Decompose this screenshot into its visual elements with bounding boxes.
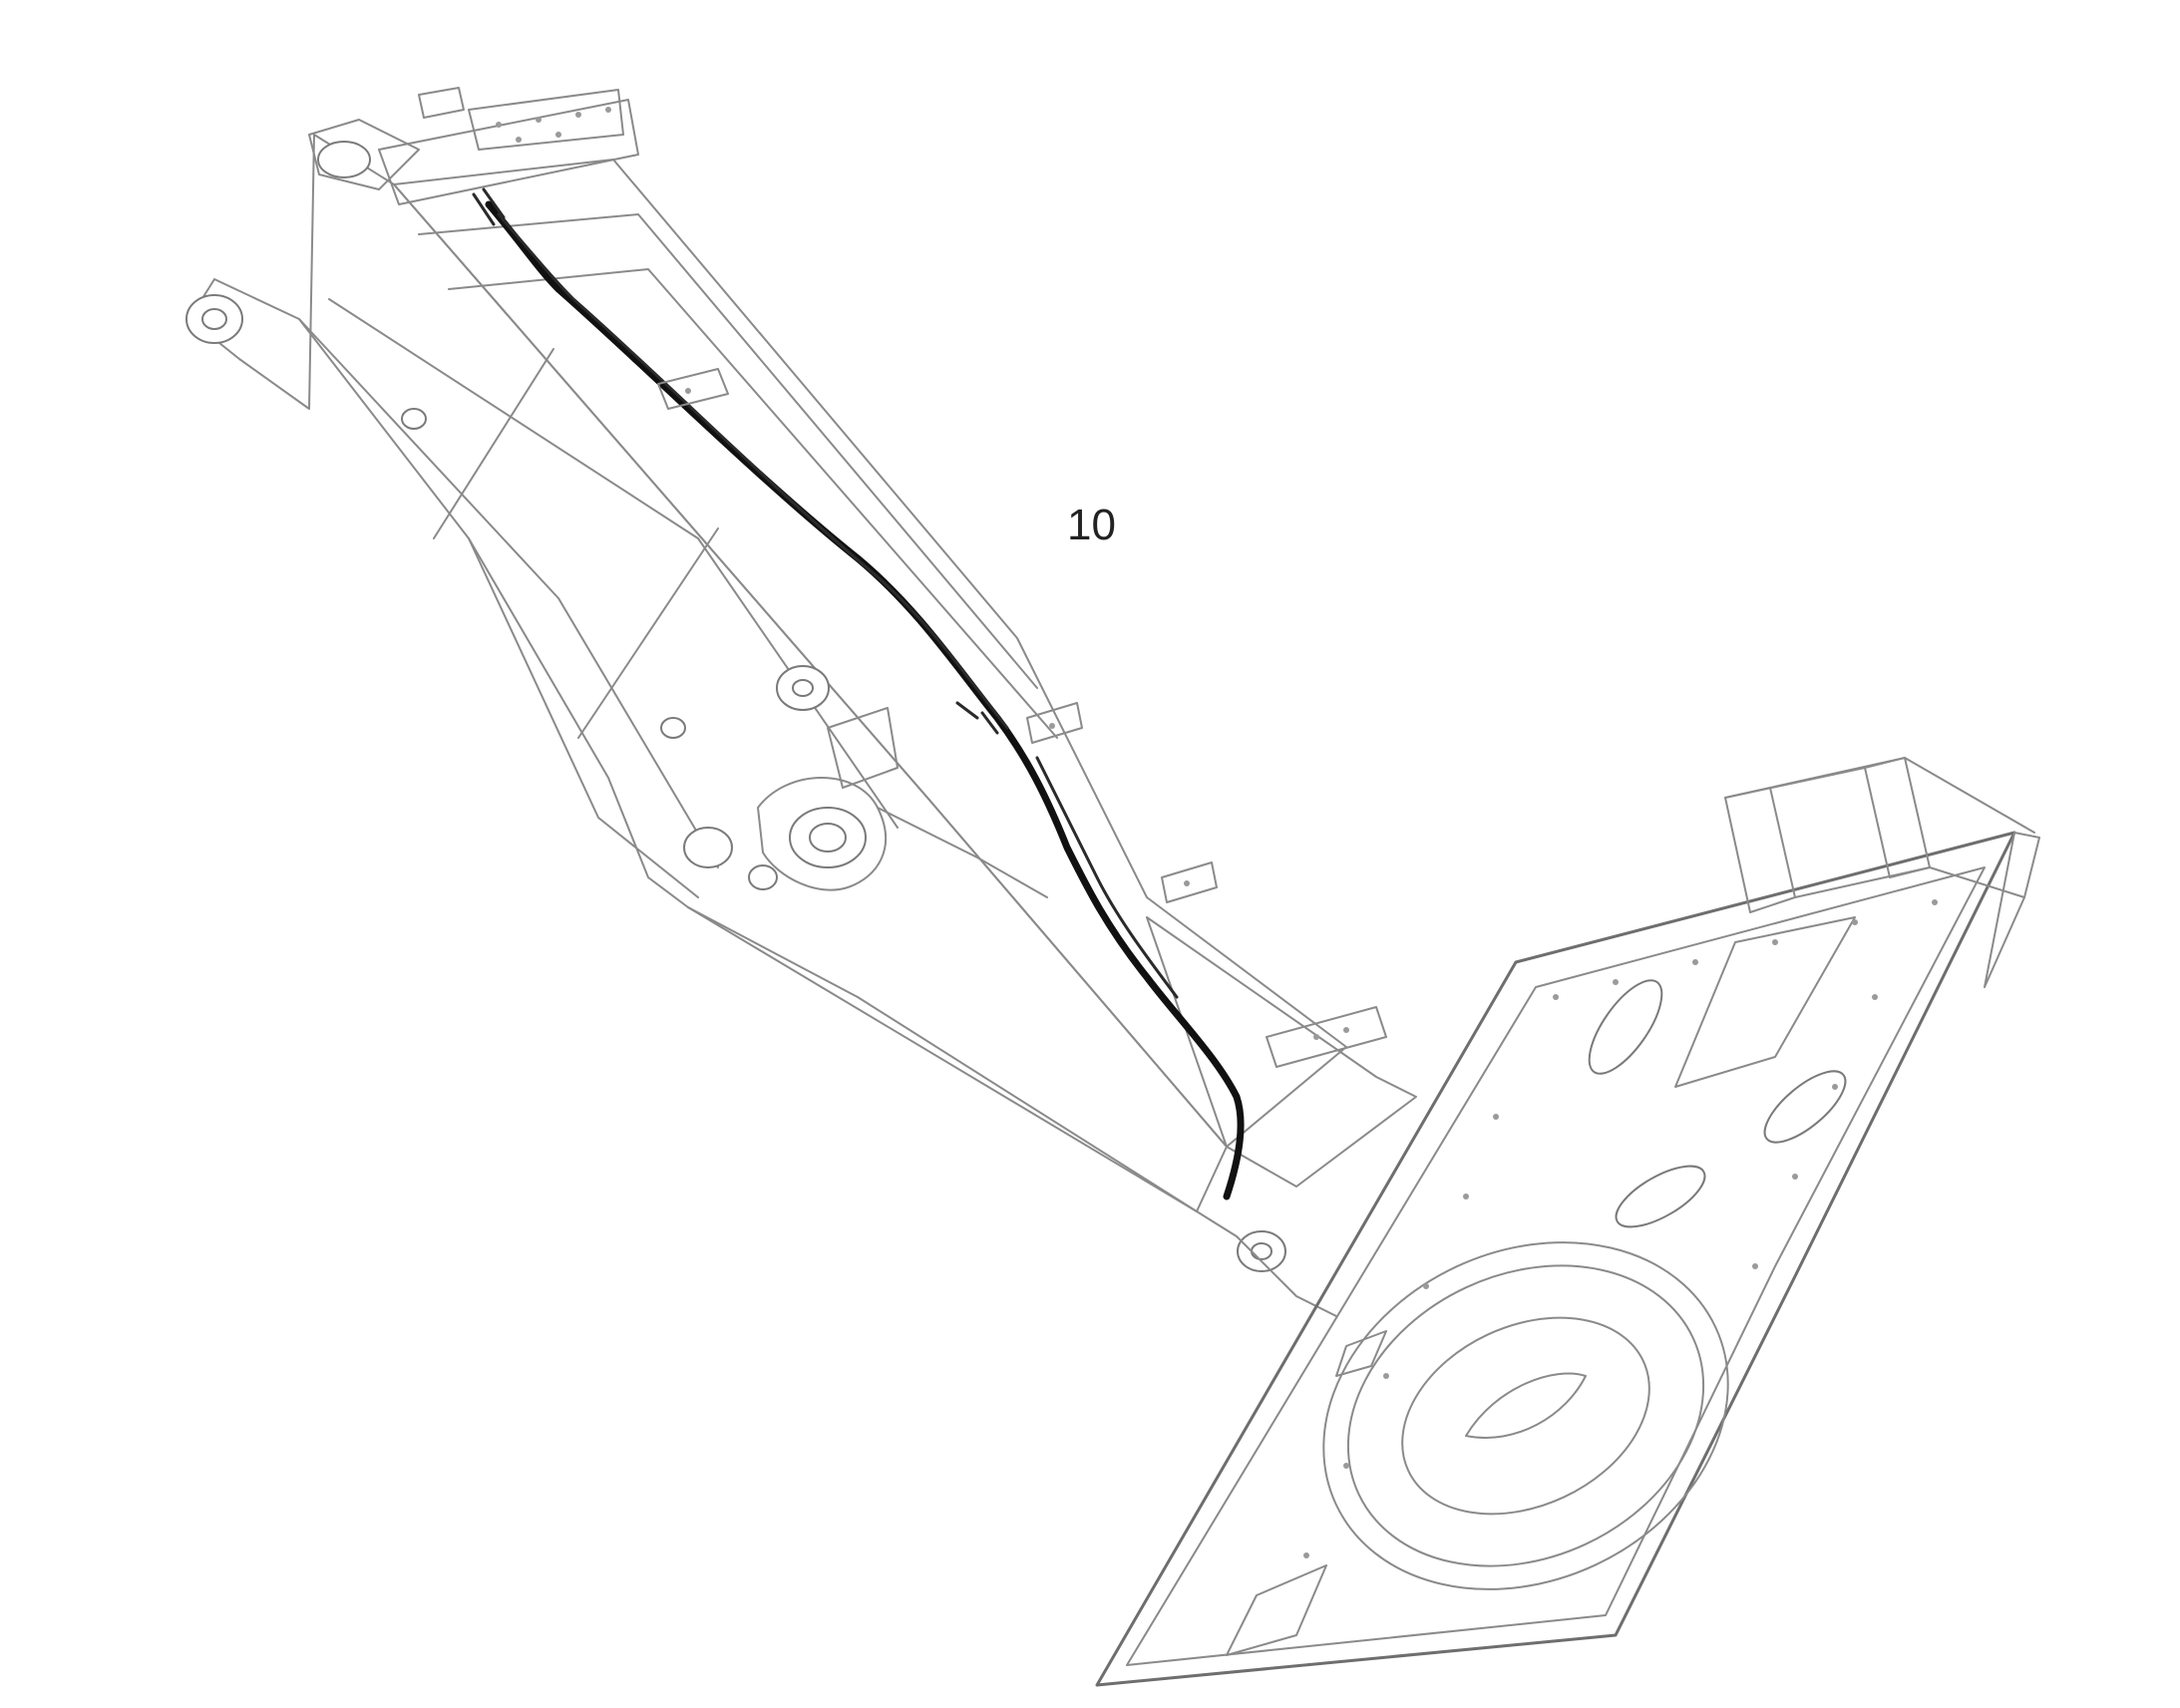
boom-top-face bbox=[393, 159, 1347, 1148]
hose-run bbox=[472, 187, 1245, 1200]
pivot-housing bbox=[757, 707, 1048, 898]
turntable-frame bbox=[1095, 757, 2040, 1687]
slew-ring bbox=[1322, 1241, 1729, 1590]
frame-cutouts bbox=[1226, 916, 1856, 1656]
boom-pin-bosses bbox=[401, 408, 830, 890]
boom-rear-section bbox=[1146, 916, 1417, 1317]
boom-brackets bbox=[657, 368, 1387, 1068]
frame-holes bbox=[1303, 899, 1938, 1558]
boom-side-plate bbox=[188, 134, 1228, 1212]
boom-head bbox=[185, 87, 639, 344]
reference-numeral: 10 bbox=[1067, 501, 1116, 549]
